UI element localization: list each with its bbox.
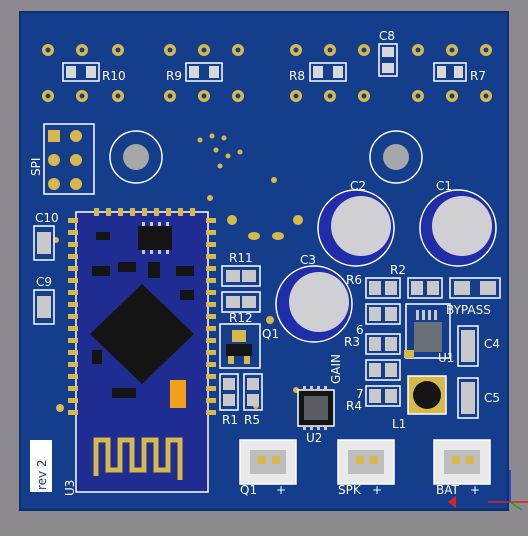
label-c9: C9 [36,275,52,289]
label-plus-q1: + [276,483,286,497]
label-c4: C4 [484,337,500,351]
spi-header [43,123,95,195]
axis-indicator [448,470,528,511]
label-c10: C10 [35,211,59,225]
label-c3: C3 [300,253,316,267]
label-7: 7 [356,387,364,401]
label-conn-spk: SPK [338,483,362,497]
label-plus-bat: + [470,483,480,497]
label-l1: L1 [392,417,406,431]
label-r2: R2 [390,263,406,277]
r1-r5 [219,373,263,411]
label-r6: R6 [346,273,362,287]
c10-c9 [33,225,55,325]
u1-chip [404,303,451,359]
u2-chip [297,386,335,430]
label-r1: R1 [222,413,238,427]
right-passives [365,277,501,419]
label-r4: R4 [346,399,362,413]
mounting-holes [109,130,423,184]
label-r3: R3 [344,335,360,349]
top-resistors [62,43,467,82]
label-conn-q1: Q1 [240,483,257,497]
label-c6: 6 [356,323,364,337]
label-rev: rev 2 [35,459,49,490]
label-spi: SPI [29,158,43,176]
vias [53,133,303,412]
r11-r12-q1 [219,265,261,369]
label-c2: C2 [350,179,366,193]
u3-module [68,208,216,493]
label-conn-bat: BAT [436,483,460,497]
label-r8: R8 [289,69,305,83]
label-r7: R7 [470,69,486,83]
label-gain: GAIN [329,354,343,384]
label-u2: U2 [306,431,322,445]
label-r11: R11 [229,251,253,265]
label-bypass: BYPASS [446,303,491,317]
label-u3: U3 [63,480,77,496]
label-c8: C8 [379,29,395,43]
electrolytic-capacitors [275,189,497,343]
top-pads [42,44,492,102]
label-c5: C5 [484,391,500,405]
l1-inductor [407,375,447,415]
label-r5: R5 [244,413,260,427]
rev-box [30,440,52,492]
label-r9: R9 [166,69,182,83]
label-q1: Q1 [262,327,279,341]
label-c1: C1 [436,179,452,193]
label-r10: R10 [102,69,126,83]
label-r12: R12 [229,311,253,325]
connectors [239,439,491,485]
label-u1: U1 [438,351,454,365]
label-plus-spk: + [372,483,382,497]
